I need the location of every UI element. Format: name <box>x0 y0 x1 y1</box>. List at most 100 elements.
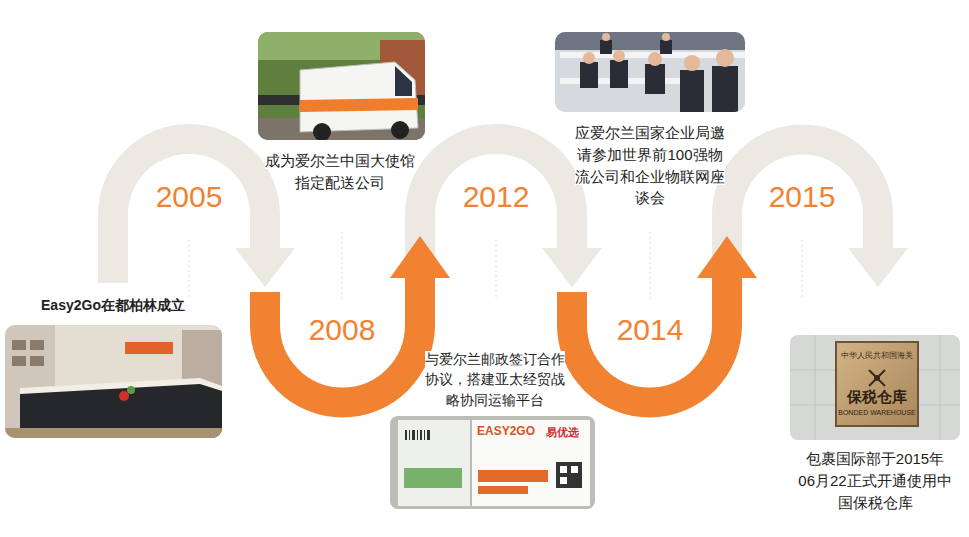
event-caption: Easy2Go在都柏林成立 <box>41 295 185 315</box>
orange-bend <box>572 276 727 402</box>
orange-arrowhead <box>390 236 450 278</box>
photo-label <box>404 468 462 488</box>
photo-barcode <box>405 430 430 440</box>
photo-head <box>602 33 610 41</box>
caption-text: Easy2Go在都柏林成立 <box>41 297 185 313</box>
logo-text: EASY2GO <box>477 425 535 439</box>
conference-photo <box>555 32 745 112</box>
photo-people <box>580 40 738 112</box>
guide-line <box>189 240 190 300</box>
photo-frame <box>30 340 44 350</box>
photo-frame <box>30 356 44 366</box>
orange-arrowheads <box>390 236 757 278</box>
cards-photo <box>390 416 595 509</box>
reception-photo <box>5 325 222 438</box>
guide-line <box>802 240 803 300</box>
photo-person <box>610 60 628 88</box>
photo-flower <box>119 391 129 401</box>
photo-tiles <box>790 335 960 440</box>
photo-bar <box>427 430 430 440</box>
photo-tile-line <box>940 335 941 440</box>
logo-text: 易优选 <box>546 426 579 439</box>
grey-arch <box>727 139 878 262</box>
photo-tile-line <box>815 335 816 440</box>
photo-bar <box>405 430 407 440</box>
photo-room <box>555 32 745 112</box>
plaque-text: 中华人民共和国海关 <box>841 351 913 360</box>
photo-counter-top <box>20 378 222 394</box>
warehouse-photo <box>790 335 960 440</box>
photo-floor <box>5 428 222 438</box>
photo-wheel <box>391 121 409 139</box>
photo-qr-cell <box>571 466 578 473</box>
photo-head <box>684 55 700 71</box>
plaque-text: BONDED WAREHOUSE <box>838 409 916 417</box>
photo-frame <box>12 356 26 366</box>
photo-flower <box>127 386 135 394</box>
photo-head <box>716 49 734 67</box>
caption-text: 与爱尔兰邮政签订合作 协议，搭建亚太经贸战 略协同运输平台 <box>425 351 565 408</box>
photo-ground <box>390 416 595 509</box>
photo-person <box>580 62 598 88</box>
photo-wall <box>790 335 960 440</box>
emblem-stroke <box>869 370 885 386</box>
photo-wall <box>5 325 222 438</box>
photo-head <box>583 52 595 64</box>
orange-bend <box>265 276 420 403</box>
guide-lines <box>189 232 802 300</box>
photo-trees <box>258 32 425 140</box>
guide-line <box>342 232 343 300</box>
van-photo <box>258 32 425 140</box>
photo-qr-cell <box>560 477 567 484</box>
photo-qr <box>556 462 582 488</box>
year-label: 2012 <box>463 180 530 215</box>
photo-card <box>398 420 470 506</box>
photo-bar <box>417 430 418 440</box>
photo-person <box>600 40 612 54</box>
photo-stripe <box>300 98 418 112</box>
photo-bar <box>478 486 528 494</box>
grey-arches <box>113 139 878 283</box>
photo-person <box>645 64 665 94</box>
photo-head <box>662 33 670 41</box>
photo-card <box>472 420 590 506</box>
photo-plaque <box>836 342 918 426</box>
photo-bar <box>420 430 422 440</box>
year-label: 2008 <box>309 313 376 348</box>
photo-frame <box>12 340 26 350</box>
grey-arrowheads <box>235 248 908 287</box>
photo-heads <box>583 33 734 71</box>
photo-head <box>648 52 662 66</box>
photo-qr-cell <box>560 466 567 473</box>
photo-sign <box>125 342 173 354</box>
emblem-dot <box>874 375 880 381</box>
event-caption: 包裹国际部于2015年 06月22正式开通使用中 国保税仓库 <box>795 448 955 513</box>
photo-head <box>613 50 625 62</box>
photo-bar <box>409 430 410 440</box>
plaque-text: 保税仓库 <box>847 388 907 405</box>
grey-arrowhead <box>542 248 602 287</box>
year-label: 2005 <box>156 180 223 215</box>
photo-bar <box>478 470 548 482</box>
customs-emblem <box>869 370 885 386</box>
caption-text: 成为爱尔兰中国大使馆 指定配送公司 <box>265 152 415 191</box>
photo-wall <box>555 32 745 50</box>
photo-person <box>660 40 672 54</box>
caption-text: 包裹国际部于2015年 06月22正式开通使用中 国保税仓库 <box>798 450 951 511</box>
photo-wheel <box>313 123 331 140</box>
grey-arch <box>420 139 572 262</box>
year-label: 2014 <box>617 313 684 348</box>
photo-bar <box>412 430 415 440</box>
grey-arrowhead <box>848 248 908 287</box>
guide-line <box>496 240 497 300</box>
caption-text: 应爱尔兰国家企业局邀 请参加世界前100强物 流公司和企业物联网座 谈会 <box>575 124 725 206</box>
event-caption: 与爱尔兰邮政签订合作 协议，搭建亚太经贸战 略协同运输平台 <box>420 349 570 410</box>
photo-person <box>680 70 704 112</box>
guide-line <box>650 232 651 300</box>
event-caption: 应爱尔兰国家企业局邀 请参加世界前100强物 流公司和企业物联网座 谈会 <box>570 122 730 209</box>
photo-bar <box>424 430 425 440</box>
year-label: 2015 <box>769 180 836 215</box>
grey-arch <box>113 139 265 283</box>
grey-arrowhead <box>235 248 295 287</box>
